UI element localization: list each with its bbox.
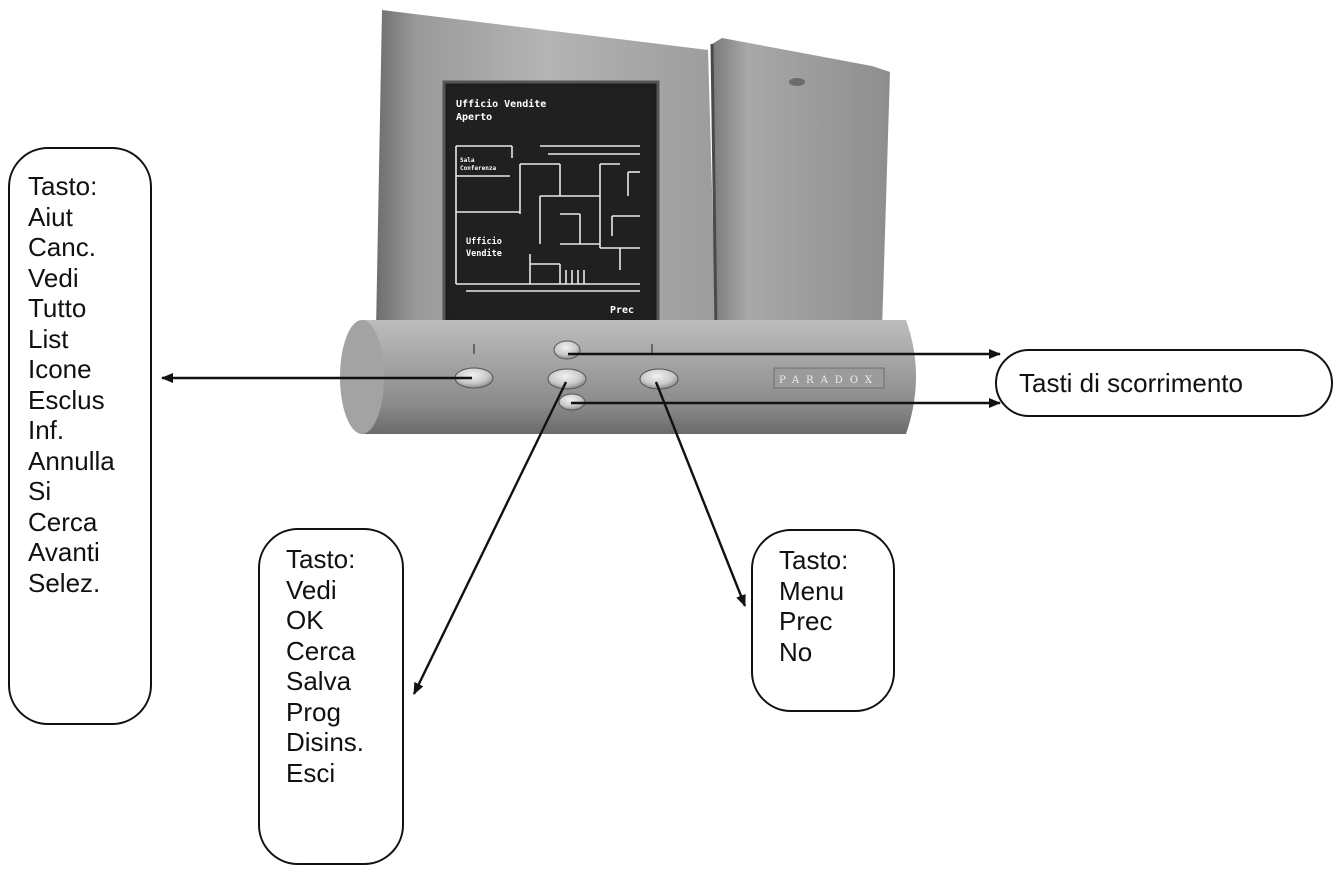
menu-back-button[interactable]: [639, 368, 679, 390]
status-led-icon: [789, 78, 805, 86]
soft-key-label: Prec: [610, 305, 634, 316]
callout-line: Tasto:: [779, 545, 849, 575]
callout-line: Si: [28, 476, 52, 506]
keypad-base-cylinder: [349, 320, 916, 434]
callout-line: Tasto:: [286, 544, 356, 574]
callout-arrows: [161, 349, 1001, 695]
room-label-1b: Conferenza: [460, 165, 497, 172]
callout-line: Disins.: [286, 727, 365, 757]
callout-line: Prec: [779, 606, 833, 636]
left-key-callout: Tasto: Aiut Canc. Vedi Tutto List Icone …: [8, 147, 152, 725]
callout-line: Prog: [286, 696, 341, 727]
brand-plate: [773, 367, 885, 389]
callout-line: Aiut: [28, 201, 73, 232]
callout-line: Menu: [779, 575, 845, 606]
callout-line: Selez.: [28, 567, 101, 598]
callout-line: Icone: [28, 354, 92, 384]
callout-line: Tutto: [28, 293, 87, 323]
callout-line: Cerca: [286, 635, 356, 666]
room-label-2a: Ufficio: [466, 236, 502, 247]
callout-line: Cerca: [28, 506, 98, 537]
room-label-1a: Sala: [460, 157, 475, 164]
screen-title-line2: Aperto: [456, 112, 492, 123]
scroll-keys-label: Tasti di scorrimento: [1019, 368, 1243, 398]
callout-line: List: [28, 323, 69, 354]
callout-line: Esclus: [28, 384, 105, 415]
room-label-2b: Vendite: [466, 248, 502, 259]
callout-line: Vedi: [28, 262, 79, 293]
screen-title-line1: Ufficio Vendite: [456, 98, 546, 110]
center-key-callout: Tasto: Vedi OK Cerca Salva Prog Disins. …: [258, 528, 404, 865]
arrow-right-key: [654, 381, 747, 607]
callout-line: Esci: [286, 757, 336, 788]
callout-line: Avanti: [28, 537, 100, 567]
callout-line: OK: [286, 605, 324, 635]
lcd-screen: Ufficio Vendite Aperto: [442, 80, 660, 326]
callout-line: No: [779, 636, 813, 667]
scroll-up-button[interactable]: [553, 340, 581, 360]
callout-line: Vedi: [286, 574, 337, 605]
keypad-device: Ufficio Vendite Aperto: [340, 10, 916, 434]
callout-line: Annulla: [28, 445, 115, 476]
arrow-center-key: [412, 381, 568, 695]
callout-line: Canc.: [28, 232, 96, 262]
callout-line: Tasto:: [28, 171, 98, 201]
view-ok-button[interactable]: [547, 368, 587, 390]
floor-plan-map: [455, 145, 640, 292]
scroll-keys-callout: Tasti di scorrimento: [995, 349, 1333, 417]
right-key-callout: Tasto: Menu Prec No: [751, 529, 895, 712]
brand-logo: PARADOX: [779, 375, 879, 386]
keypad-side-flap: [712, 38, 890, 330]
callout-line: Salva: [286, 666, 352, 696]
callout-line: Inf.: [28, 415, 65, 445]
